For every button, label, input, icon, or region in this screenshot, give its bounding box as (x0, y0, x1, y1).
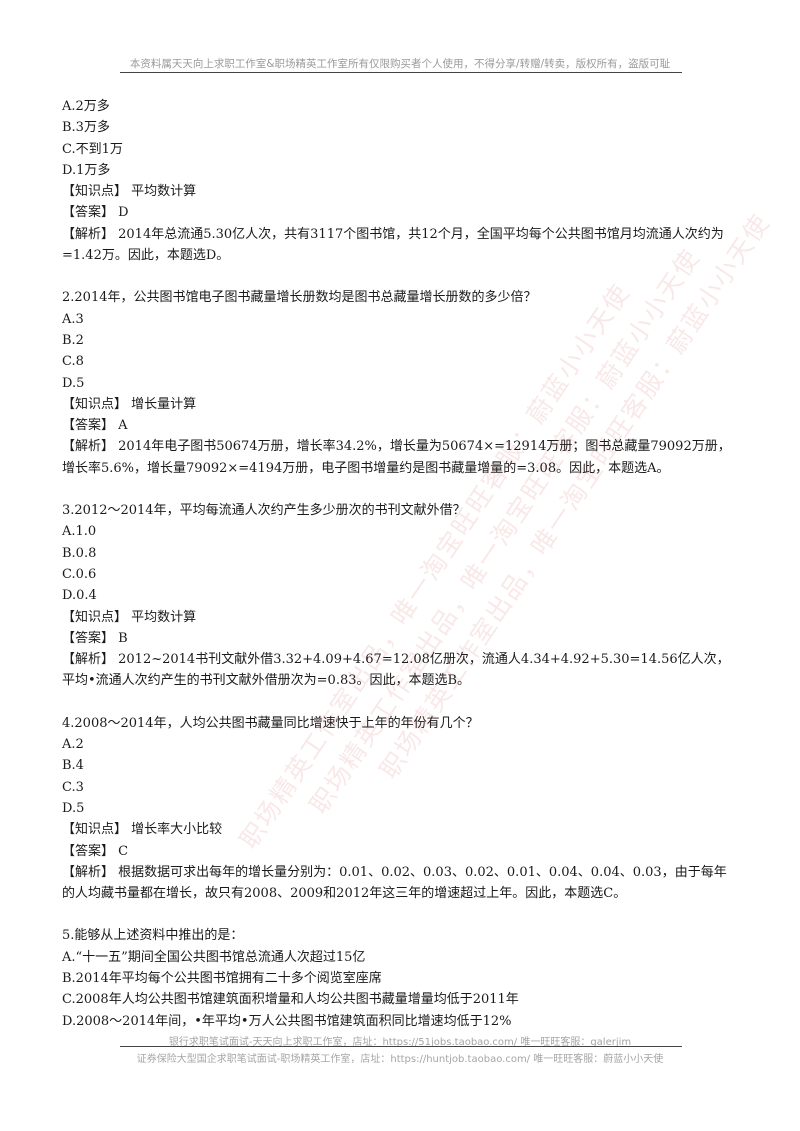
footer-line-2: 证券保险大型国企求职笔试面试-职场精英工作室，店址：https://huntjo… (136, 1054, 664, 1065)
q2-option-b: B.2 (62, 332, 84, 348)
q5-option-d: D.2008～2014年间，•年平均•万人公共图书馆建筑面积同比增速均低于12% (62, 1013, 512, 1029)
header-divider (120, 72, 682, 73)
q1-option-d: D.1万多 (62, 162, 111, 178)
q2-question: 2.2014年，公共图书馆电子图书藏量增长册数均是图书总藏量增长册数的多少倍？ (62, 290, 537, 306)
q3-answer: 【答案】 B (62, 630, 128, 646)
q4-option-c: C.3 (62, 779, 84, 795)
footer-divider (120, 1046, 682, 1047)
q1-option-b: B.3万多 (62, 120, 110, 136)
q2-option-c: C.8 (62, 354, 84, 370)
q3-option-d: D.0.4 (62, 588, 97, 604)
q3-option-c: C.0.6 (62, 566, 97, 582)
q5-option-b: B.2014年平均每个公共图书馆拥有二十多个阅览室座席 (62, 970, 382, 986)
q4-option-a: A.2 (62, 737, 84, 753)
q4-answer: 【答案】 C (62, 843, 129, 859)
document-body: A.2万多 B.3万多 C.不到1万 D.1万多 【知识点】 平均数计算 【答案… (62, 96, 738, 1032)
q2-option-a: A.3 (62, 311, 84, 327)
q3-knowledge-point: 【知识点】 平均数计算 (62, 609, 197, 625)
q3-question: 3.2012～2014年，平均每流通人次约产生多少册次的书刊文献外借？ (62, 503, 466, 519)
q1-answer: 【答案】 D (62, 205, 129, 221)
q3-option-a: A.1.0 (62, 524, 97, 540)
q5-option-c: C.2008年人均公共图书馆建筑面积增量和人均公共图书藏量增量均低于2011年 (62, 992, 519, 1008)
q5-option-a: A.“十一五”期间全国公共图书馆总流通人次超过15亿 (62, 949, 366, 965)
q4-question: 4.2008～2014年，人均公共图书藏量同比增速快于上年的年份有几个？ (62, 715, 479, 731)
q5-question: 5.能够从上述资料中推出的是： (62, 928, 244, 944)
q2-answer: 【答案】 A (62, 418, 128, 434)
header-notice: 本资料属天天向上求职工作室&职场精英工作室所有仅限购买者个人使用，不得分享/转赠… (129, 58, 671, 70)
footer-line-1: 银行求职笔试面试-天天向上求职工作室，店址：https://51jobs.tao… (168, 1037, 632, 1048)
q4-knowledge-point: 【知识点】 增长率大小比较 (62, 822, 223, 838)
q3-analysis: 【解析】 2012~2014书刊文献外借3.32+4.09+4.67=12.08… (62, 652, 730, 689)
q4-option-b: B.4 (62, 758, 84, 774)
q4-analysis: 【解析】 根据数据可求出每年的增长量分别为：0.01、0.02、0.03、0.0… (62, 864, 727, 902)
q1-knowledge-point: 【知识点】 平均数计算 (62, 184, 197, 200)
q1-analysis: 【解析】 2014年总流通5.30亿人次，共有3117个图书馆，共12个月，全国… (62, 226, 724, 264)
q1-option-a: A.2万多 (62, 99, 110, 114)
q2-analysis: 【解析】 2014年电子图书50674万册，增长率34.2%，增长量为50674… (62, 439, 731, 476)
q3-option-b: B.0.8 (62, 545, 97, 561)
q4-option-d: D.5 (62, 800, 85, 816)
q2-knowledge-point: 【知识点】 增长量计算 (62, 396, 197, 412)
q1-option-c: C.不到1万 (62, 141, 123, 157)
q2-option-d: D.5 (62, 375, 85, 391)
